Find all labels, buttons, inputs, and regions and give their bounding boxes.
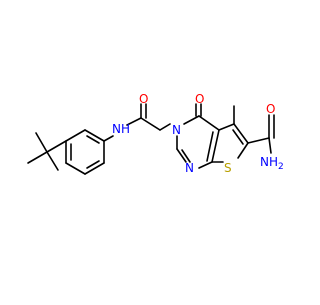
bond <box>176 148 187 163</box>
atom-o-carboxamide: O <box>266 102 275 116</box>
atom-nh2: NH2 <box>260 155 284 172</box>
bond <box>103 135 114 142</box>
bond <box>84 162 105 175</box>
molecule-canvas: NH O N O N S O NH2 <box>27 92 284 175</box>
bond <box>268 137 272 154</box>
atom-nh-amide: NH <box>112 122 130 136</box>
bond <box>233 123 249 144</box>
bond <box>198 161 213 169</box>
bond-inner <box>86 160 100 169</box>
bond <box>27 151 48 164</box>
bond <box>46 151 59 171</box>
bond <box>65 162 86 175</box>
bond <box>35 132 48 153</box>
atom-o-ring: O <box>195 92 204 106</box>
atom-n3: N <box>172 123 181 137</box>
bond <box>65 129 86 142</box>
bond <box>218 123 235 131</box>
bonds <box>27 103 275 175</box>
bond <box>198 115 220 131</box>
atom-s: S <box>224 161 232 175</box>
bond <box>237 142 249 159</box>
bond <box>183 115 200 125</box>
atom-o-amide: O <box>139 92 148 106</box>
bond-inner <box>86 135 100 144</box>
bond-inner <box>206 131 214 162</box>
bond <box>211 129 220 163</box>
bond <box>140 117 161 131</box>
bond <box>159 123 171 131</box>
bond <box>46 140 67 153</box>
bond-inner <box>181 149 191 163</box>
atom-n1: N <box>185 161 194 175</box>
bond <box>247 137 270 144</box>
bond-inner <box>232 129 244 145</box>
molecule-structure: NH O N O N S O NH2 <box>27 92 284 175</box>
bond <box>126 117 142 126</box>
bond <box>84 129 105 142</box>
